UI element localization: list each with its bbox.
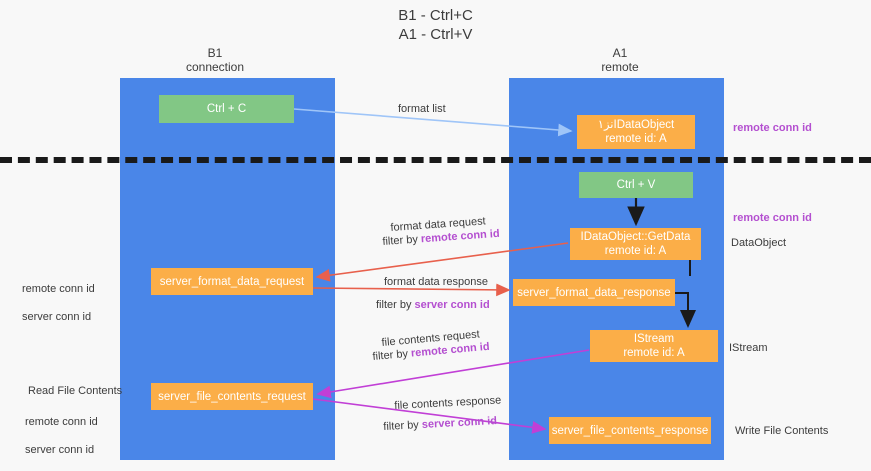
node-server-file-contents-response[interactable]: server_file_contents_response	[549, 417, 711, 444]
annotation-remote-conn-id: remote conn id	[25, 416, 98, 428]
node-server-file-contents-request[interactable]: server_file_contents_request	[151, 383, 313, 410]
annotation-remote-conn-id: remote conn id	[22, 283, 95, 295]
edge-label-format-list: format list	[398, 103, 446, 115]
node-server-format-data-request[interactable]: server_format_data_request	[151, 268, 313, 295]
annotation-conn-ids-top: remote conn id server conn id	[22, 268, 95, 338]
edge-file-contents-request	[316, 349, 590, 399]
filter-prefix: filter by	[376, 299, 415, 311]
annotation-remote-conn-id-mid: remote conn id	[733, 212, 812, 224]
node-ctrl-v[interactable]: Ctrl + V	[579, 172, 693, 198]
filter-key-server-conn-id: server conn id	[414, 299, 490, 311]
page-title: B1 - Ctrl+C A1 - Ctrl+V	[398, 7, 473, 43]
annotation-server-conn-id: server conn id	[25, 444, 95, 456]
node-idataobject[interactable]: نز١IDataObject remote id: A	[577, 115, 695, 149]
phase-separator	[0, 157, 871, 163]
annotation-write-file-contents: Write File Contents	[735, 425, 829, 437]
node-idataobject-getdata[interactable]: IDataObject::GetData remote id: A	[570, 228, 701, 260]
node-istream[interactable]: IStream remote id: A	[590, 330, 718, 362]
node-ctrl-c[interactable]: Ctrl + C	[159, 95, 294, 123]
annotation-conn-ids-bottom: remote conn id server conn id	[25, 401, 98, 471]
edge-format-list	[293, 108, 573, 137]
filter-prefix: filter by	[382, 233, 422, 248]
annotation-remote-conn-id-top: remote conn id	[733, 122, 812, 134]
annotation-server-conn-id: server conn id	[22, 311, 92, 323]
annotation-istream: IStream	[729, 342, 768, 354]
node-server-format-data-response[interactable]: server_format_data_response	[513, 279, 675, 306]
annotation-read-file-contents: Read File Contents	[28, 385, 123, 397]
column-header-b1: B1 connection	[185, 46, 245, 74]
edge-file-contents-response	[312, 398, 547, 434]
edge-label-format-data-response-filter: filter by server conn id	[376, 298, 490, 312]
edge-label-format-data-response: format data response	[384, 276, 488, 288]
column-header-a1: A1 remote	[601, 46, 639, 74]
edge-format-data-response	[312, 283, 511, 297]
edge-format-data-request	[315, 242, 569, 282]
filter-key-server-conn-id: server conn id	[421, 415, 498, 431]
filter-prefix: filter by	[383, 418, 423, 433]
annotation-dataobject: DataObject	[731, 237, 787, 249]
filter-prefix: filter by	[372, 347, 412, 363]
edge-response-to-istream	[675, 292, 696, 328]
